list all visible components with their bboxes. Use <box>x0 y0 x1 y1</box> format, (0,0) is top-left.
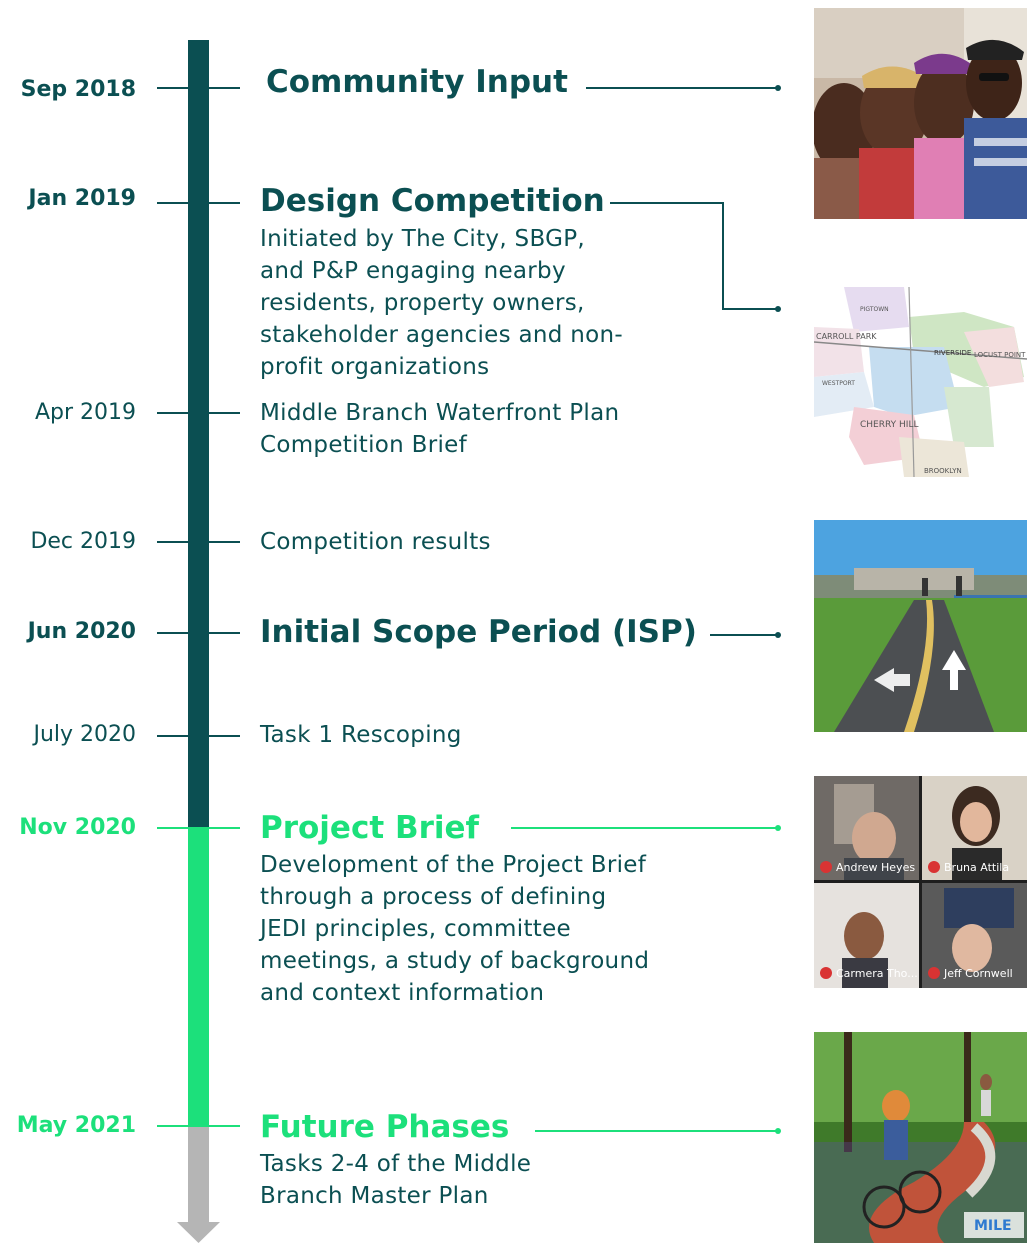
bike-trail-photo <box>814 520 1027 732</box>
neighborhood-map: PIGTOWN CARROLL PARK RIVERSIDE LOCUST PO… <box>814 287 1027 477</box>
map-label: CHERRY HILL <box>860 420 918 430</box>
photo-connector <box>722 308 778 310</box>
timeline-arrow-icon <box>177 1222 220 1243</box>
participant-name: Andrew Heyes <box>836 861 915 874</box>
milestone-title: Project Brief <box>260 810 479 846</box>
timeline-bar-future <box>188 1125 209 1225</box>
milestone-description: Competition results <box>260 529 491 555</box>
map-label: BROOKLYN <box>924 467 962 475</box>
participant-name: Bruna Attila <box>944 861 1009 874</box>
participant-name: Carmera Tho... <box>836 967 918 980</box>
video-call-screenshot: Andrew Heyes Bruna Attila Carmera Tho...… <box>814 776 1027 988</box>
timeline-date: May 2021 <box>16 1113 136 1138</box>
connector-end-dot <box>775 306 781 312</box>
photo-connector <box>722 202 724 310</box>
timeline-date: Jan 2019 <box>28 186 136 211</box>
milestone-title: Design Competition <box>260 183 605 219</box>
map-label: CARROLL PARK <box>816 332 877 341</box>
photo-connector <box>511 827 778 829</box>
milestone-description: Middle Branch Waterfront Plan Competitio… <box>260 400 620 458</box>
milestone-title: Initial Scope Period (ISP) <box>260 614 697 650</box>
timeline-date: July 2020 <box>33 722 136 747</box>
map-label: LOCUST POINT <box>974 351 1026 359</box>
participant-name: Jeff Cornwell <box>943 967 1013 980</box>
timeline-tick <box>157 1125 240 1127</box>
timeline-tick <box>157 202 240 204</box>
timeline-bar-completed <box>188 40 209 827</box>
milestone-description: Tasks 2-4 of the Middle Branch Master Pl… <box>260 1151 532 1209</box>
timeline-tick <box>157 541 240 543</box>
milestone-title: Community Input <box>266 64 568 100</box>
trail-marker-text: MILE <box>974 1218 1012 1234</box>
future-trail-rendering: MILE <box>814 1032 1027 1243</box>
connector-end-dot <box>775 632 781 638</box>
timeline-tick <box>157 412 240 414</box>
photo-connector <box>586 87 778 89</box>
connector-end-dot <box>775 825 781 831</box>
connector-end-dot <box>775 85 781 91</box>
timeline-date: Dec 2019 <box>30 529 136 554</box>
timeline-tick <box>157 827 240 829</box>
community-meeting-photo <box>814 8 1027 219</box>
timeline-date: Apr 2019 <box>34 400 136 425</box>
map-label: PIGTOWN <box>860 306 889 313</box>
milestone-description: Task 1 Rescoping <box>260 722 462 748</box>
timeline-tick <box>157 735 240 737</box>
timeline-date: Nov 2020 <box>19 815 136 840</box>
timeline-tick <box>157 87 240 89</box>
photo-connector <box>535 1130 778 1132</box>
photo-connector <box>610 202 723 204</box>
map-label: RIVERSIDE <box>934 349 971 357</box>
milestone-description: Development of the Project Brief through… <box>260 852 650 1006</box>
timeline-date: Jun 2020 <box>27 619 136 644</box>
photo-connector <box>710 634 778 636</box>
timeline-tick <box>157 632 240 634</box>
timeline-bar-current <box>188 827 209 1125</box>
map-label: WESTPORT <box>822 380 855 387</box>
milestone-description: Initiated by The City, SBGP, and P&P eng… <box>260 226 624 380</box>
milestone-title: Future Phases <box>260 1109 510 1145</box>
connector-end-dot <box>775 1128 781 1134</box>
timeline-date: Sep 2018 <box>20 77 136 102</box>
